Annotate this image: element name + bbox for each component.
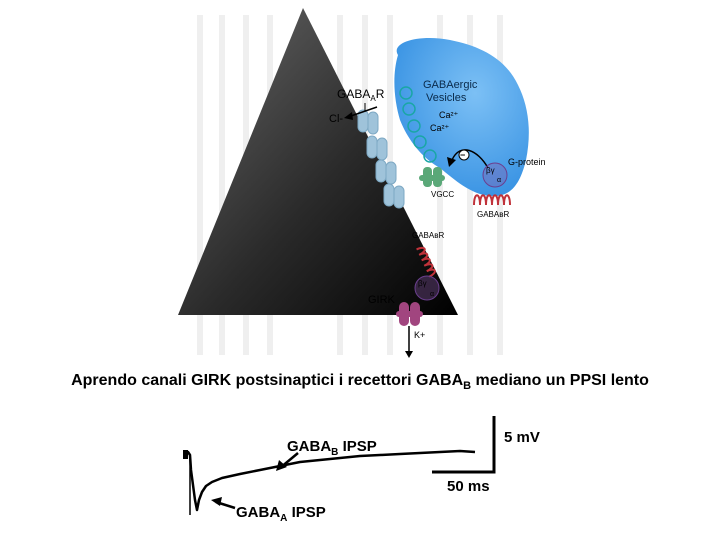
minus-sign: − <box>460 150 465 160</box>
stimulus-marker <box>183 450 188 459</box>
beta-gamma-label-postsynaptic: βγ <box>418 279 427 288</box>
presynaptic-terminal <box>394 38 528 196</box>
time-scale-label: 50 ms <box>447 478 490 495</box>
beta-gamma-label-presynaptic: βγ <box>486 166 495 175</box>
vgcc-channel <box>419 167 445 187</box>
calcium-label-2: Ca²⁺ <box>430 123 450 133</box>
potassium-label: K+ <box>414 330 425 340</box>
vgcc-label: VGCC <box>431 190 454 199</box>
alpha-label-presynaptic: α <box>497 177 501 184</box>
gabaa-ipsp-label: GABAA IPSP <box>236 504 326 524</box>
voltage-scale-label: 5 mV <box>504 429 540 446</box>
postsynaptic-gabab-label: GABAвR <box>412 231 444 240</box>
potassium-arrowhead <box>405 351 413 358</box>
alpha-label-postsynaptic: α <box>430 291 434 298</box>
calcium-label-1: Ca²⁺ <box>439 110 459 120</box>
scale-bar <box>432 416 494 472</box>
g-protein-label: G-protein <box>508 157 546 167</box>
membrane-potential-trace <box>183 451 475 510</box>
gabaa-receptor-label: GABAAR <box>337 87 385 103</box>
presynaptic-gabab-receptor <box>474 195 510 205</box>
vesicles-title-line2: Vesicles <box>426 92 467 104</box>
slide-caption: Aprendo canali GIRK postsinaptici i rece… <box>0 372 720 392</box>
vesicles-title-line1: GABAergic <box>423 79 478 91</box>
girk-label: GIRK <box>368 294 396 306</box>
ipsp-recording: GABAB IPSP GABAA IPSP 5 mV 50 ms <box>183 416 540 524</box>
chloride-label: Cl- <box>329 113 343 125</box>
presynaptic-gabab-label: GABAвR <box>477 210 509 219</box>
